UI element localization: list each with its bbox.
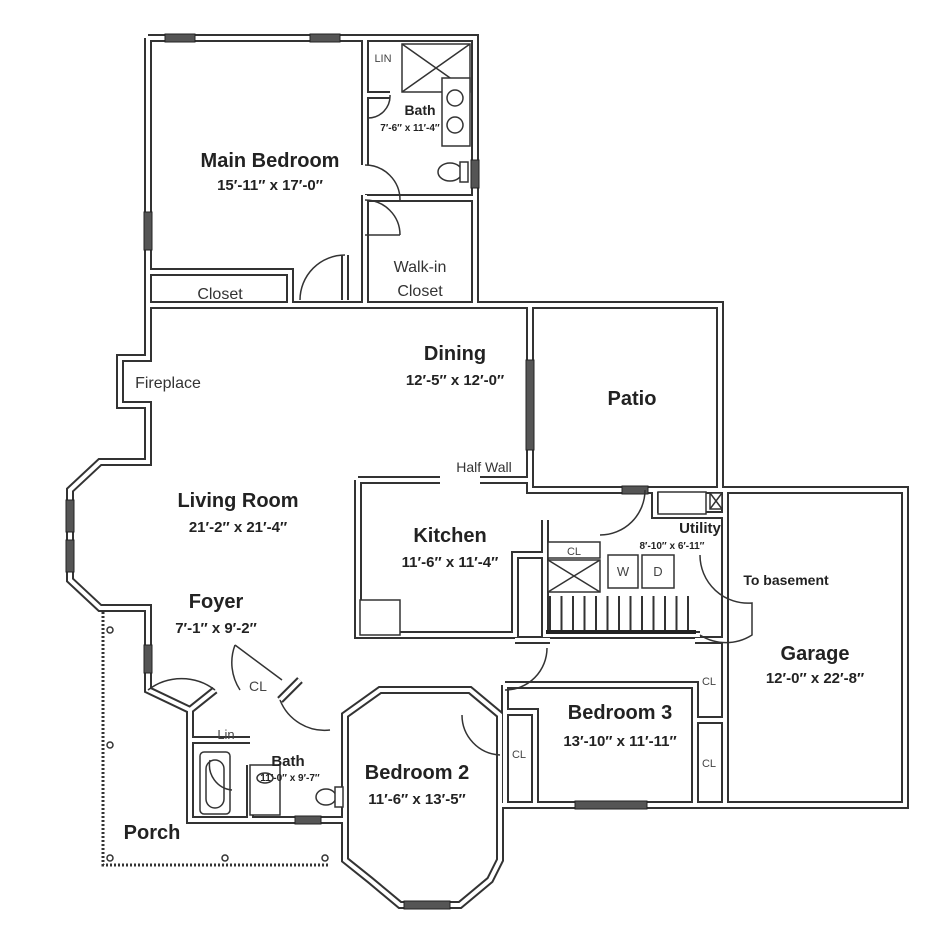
wall xyxy=(725,488,907,807)
windows xyxy=(65,33,649,910)
utility-cl-label: CL xyxy=(567,546,581,558)
closet-label: Closet xyxy=(197,286,243,303)
counter xyxy=(359,599,401,636)
wall xyxy=(356,478,550,642)
walls xyxy=(66,34,909,909)
bedroom3-cl-label-1: CL xyxy=(702,676,716,688)
walkin-closet-line2: Closet xyxy=(397,283,443,300)
garage-dims: 12′-0″ x 22′-8″ xyxy=(766,670,864,687)
to-basement-label: To basement xyxy=(743,572,829,588)
porch-outline xyxy=(101,612,330,867)
closet-shelf xyxy=(547,541,601,559)
vanity xyxy=(441,77,471,147)
lin-label: LIN xyxy=(374,53,391,65)
bathtub xyxy=(199,751,231,815)
washer-label: W xyxy=(617,564,630,579)
wall xyxy=(343,688,502,907)
dryer-label: D xyxy=(653,564,662,579)
stairs xyxy=(549,596,689,630)
wall xyxy=(343,38,475,305)
dining-dims: 12′-5″ x 12′-0″ xyxy=(406,372,504,389)
toilet-2 xyxy=(315,788,337,806)
bedroom2-cl-label: CL xyxy=(512,749,526,761)
foyer-dims: 7′-1″ x 9′-2″ xyxy=(175,620,257,637)
doors xyxy=(147,94,753,791)
garage-name: Garage xyxy=(781,643,850,665)
room-labels: Main Bedroom 15′-11″ x 17′-0″ Bath 7′-6″… xyxy=(124,53,864,844)
washer xyxy=(607,554,639,589)
main-bath-name: Bath xyxy=(404,102,435,118)
main-bedroom-name: Main Bedroom xyxy=(201,150,340,172)
toilet xyxy=(437,162,463,182)
living-room-dims: 21′-2″ x 21′-4″ xyxy=(189,519,287,536)
dining-name: Dining xyxy=(424,343,486,365)
bedroom2-dims: 11′-6″ x 13′-5″ xyxy=(368,791,465,808)
fireplace-label: Fireplace xyxy=(135,375,201,392)
hall-bath-name: Bath xyxy=(271,753,304,770)
foyer-name: Foyer xyxy=(189,591,244,613)
bedroom3-name: Bedroom 3 xyxy=(568,702,672,724)
foyer-cl-label: CL xyxy=(249,678,267,694)
utility-dims: 8′-10″ x 6′-11″ xyxy=(640,541,705,552)
main-bath-dims: 7′-6″ x 11′-4″ xyxy=(380,123,440,134)
patio-name: Patio xyxy=(608,388,657,410)
fixtures xyxy=(199,43,723,816)
bedroom3-cl-label-2: CL xyxy=(702,758,716,770)
wall xyxy=(543,490,725,637)
hall-bath-dims: 11′-0″ x 9′-7″ xyxy=(260,773,320,784)
wall xyxy=(503,638,725,805)
wall xyxy=(530,303,722,490)
walkin-closet-line1: Walk-in xyxy=(394,259,447,276)
wall xyxy=(148,270,292,305)
lin-bottom-label: Lin xyxy=(217,727,234,742)
living-room-name: Living Room xyxy=(177,490,298,512)
bedroom3-dims: 13′-10″ x 11′-11″ xyxy=(563,733,676,750)
dryer xyxy=(641,554,675,589)
wall xyxy=(68,38,345,822)
utility-name: Utility xyxy=(679,520,721,537)
porch-name: Porch xyxy=(124,822,181,844)
half-wall-label: Half Wall xyxy=(456,459,512,475)
bedroom2-name: Bedroom 2 xyxy=(365,762,469,784)
kitchen-name: Kitchen xyxy=(413,525,486,547)
main-bedroom-dims: 15′-11″ x 17′-0″ xyxy=(217,177,323,194)
kitchen-dims: 11′-6″ x 11′-4″ xyxy=(402,554,499,571)
